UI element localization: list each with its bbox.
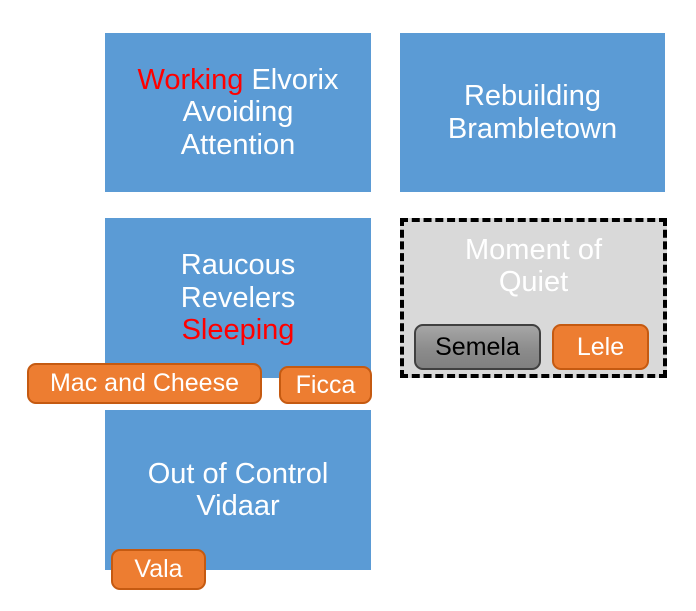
token-chip-lele[interactable]: Lele xyxy=(552,324,649,370)
scene-title-line2: Avoiding xyxy=(182,96,294,129)
token-chip-label: Mac and Cheese xyxy=(49,369,239,397)
scene-title-line2: Vidaar xyxy=(196,490,280,522)
token-chip-label: Ficca xyxy=(295,370,356,399)
scene-title-line1: Out of Control xyxy=(147,457,329,490)
scene-card-rebuilding-brambletown[interactable]: Rebuilding Brambletown xyxy=(400,33,665,192)
scene-state-label: Working xyxy=(137,63,244,96)
token-chip-semela[interactable]: Semela xyxy=(414,324,541,370)
scene-title-line3: Attention xyxy=(180,128,296,161)
scene-card-raucous-revelers[interactable]: Raucous Revelers Sleeping xyxy=(105,218,371,378)
scene-card-text: Out of Control Vidaar xyxy=(113,458,363,523)
token-chip-label: Semela xyxy=(435,332,520,361)
token-chip-mac-and-cheese[interactable]: Mac and Cheese xyxy=(27,363,262,404)
scene-state-label: Sleeping xyxy=(181,314,295,347)
scene-card-out-of-control-vidaar[interactable]: Out of Control Vidaar xyxy=(105,410,371,570)
scene-card-text: Raucous Revelers Sleeping xyxy=(113,249,363,346)
scene-title-line2: Revelers xyxy=(180,281,296,314)
token-chip-ficca[interactable]: Ficca xyxy=(279,366,372,404)
scene-title-line1: Raucous xyxy=(180,249,296,282)
quiet-zone-title-line1: Moment of xyxy=(465,234,602,266)
scene-title-line1: Elvorix xyxy=(251,63,339,96)
token-chip-label: Vala xyxy=(134,555,183,583)
quiet-zone-title-line2: Quiet xyxy=(498,266,569,299)
scene-card-text: Rebuilding Brambletown xyxy=(408,80,657,145)
scene-card-text: Working Elvorix Avoiding Attention xyxy=(113,64,363,161)
token-chip-vala[interactable]: Vala xyxy=(111,549,206,590)
scene-card-working-elvorix[interactable]: Working Elvorix Avoiding Attention xyxy=(105,33,371,192)
scene-title-line2: Brambletown xyxy=(447,112,618,145)
scene-title-line1: Rebuilding xyxy=(463,80,602,113)
token-chip-label: Lele xyxy=(576,332,625,361)
